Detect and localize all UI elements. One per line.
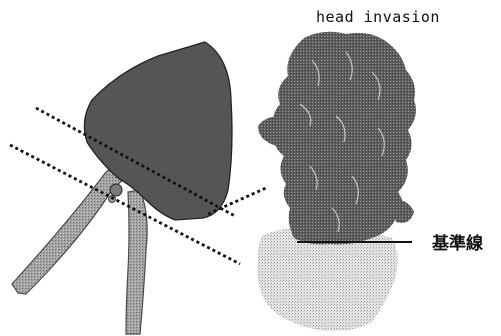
- tissue-left-lobe: [258, 116, 294, 146]
- polyp-stalk: [126, 190, 147, 334]
- baseline-label: 基準線: [431, 233, 483, 254]
- histology-section: [258, 32, 417, 331]
- neck-node: [110, 184, 122, 196]
- head-invasion-label: head invasion: [316, 8, 440, 26]
- left-mucosa-tube: [12, 160, 127, 294]
- polyp-schematic: [10, 42, 266, 334]
